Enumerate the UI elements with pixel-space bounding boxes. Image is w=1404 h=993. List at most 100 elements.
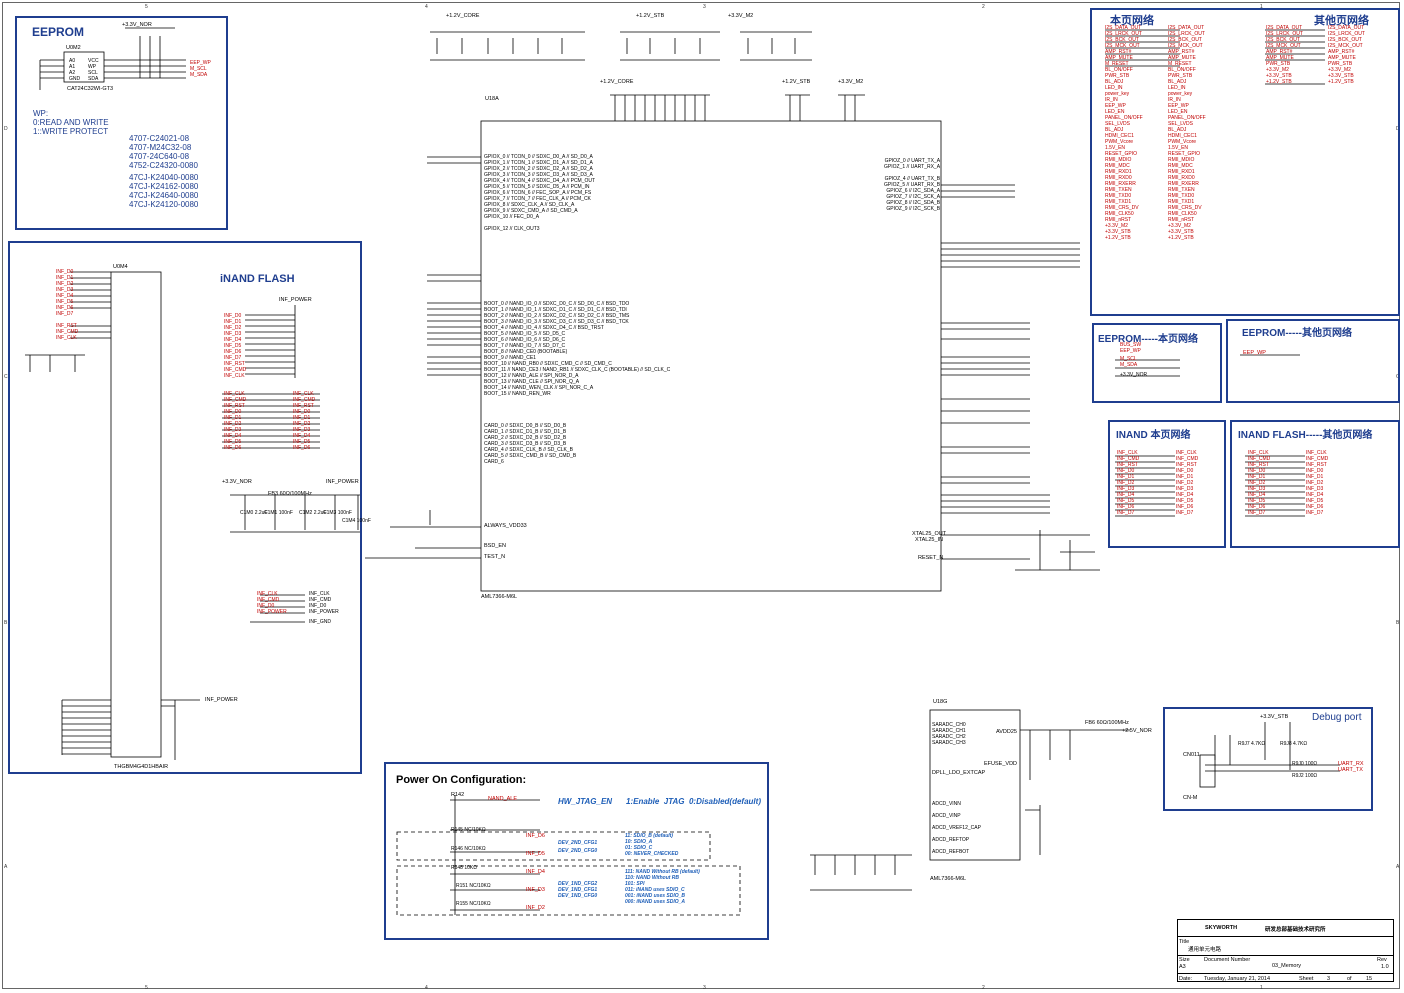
pin-label: GPIOX_7 // TCON_7 // FEC_CLK_A // PCM_CK — [484, 196, 591, 202]
net-label: INF_D1 — [1117, 474, 1135, 480]
net-label: RMII_TXD0 — [1105, 193, 1132, 199]
net-label: INF_CLK — [1117, 450, 1138, 456]
net-label: PWM_Vcore — [1105, 139, 1134, 145]
net-label: +1.2V_STB — [1168, 235, 1194, 241]
net-label: AMP_MUTE — [1328, 55, 1356, 61]
soc-xtal-in: XTAL25_IN — [915, 537, 944, 543]
net-label: INF_D6 — [224, 445, 242, 451]
debug-r9j2: R9J2 100Ω — [1292, 773, 1318, 779]
pin-label: ADCD_REFTOP — [932, 837, 970, 843]
hw-jtag-desc: 1:Enable JTAG 0:Disabled(default) — [626, 797, 761, 806]
pin-label: BOOT_4 // NAND_IO_4 // SDXC_D4_C // BSD_… — [484, 325, 604, 331]
cfg-line: DEV_2ND_CFG0 — [558, 848, 598, 854]
inand-cap-2: C1M2 2.2uF — [299, 510, 327, 516]
pin-label: BOOT_2 // NAND_IO_2 // SDXC_D2_C // SD_D… — [484, 313, 630, 319]
net-label: INF_POWER — [309, 609, 339, 615]
net-label: INF_D3 — [1248, 486, 1266, 492]
net-label: INF_D2 — [1248, 480, 1266, 486]
eeprom-other-title: EEPROM-----其他页网络 — [1242, 328, 1352, 339]
inand-title: iNAND FLASH — [220, 273, 295, 285]
pin-label: CARD_5 // SDXC_CMD_B // SD_CMD_B — [484, 453, 577, 459]
net-label: INF_D4 — [293, 433, 311, 439]
net-label: INF_D0 — [309, 603, 327, 609]
debug-uart-rx: UART_RX — [1338, 761, 1364, 767]
net-label: INF_GND — [309, 619, 331, 625]
soc-b-saradc: SARADC_CH0 SARADC_CH1 SARADC_CH2 SARADC_… — [932, 722, 966, 746]
pin-label: CARD_4 // SDXC_CLK_B // SD_CLK_B — [484, 447, 573, 453]
pin-label: A2 — [69, 70, 76, 76]
pin-label: ADCD_REFBOT — [932, 849, 970, 855]
net-label: AMP_RST# — [1105, 49, 1132, 55]
dev2-lines: DEV_2ND_CFG1 DEV_2ND_CFG0 — [558, 840, 597, 856]
net-label: INF_D2 — [1306, 480, 1324, 486]
net-label: RMII_RXERR — [1168, 181, 1199, 187]
net-label: RMII_CLK50 — [1105, 211, 1134, 217]
net-label: +3.3V_M2 — [1266, 67, 1289, 73]
eeprom-rail: +3.3V_NOR — [122, 22, 152, 28]
cfg-line: DEV_1ND_CFG2 — [558, 881, 598, 887]
soc-card-pins: CARD_0 // SDXC_D0_B // SD_D0_B CARD_1 //… — [484, 423, 576, 465]
pin-label: CARD_1 // SDXC_D1_B // SD_D1_B — [484, 429, 567, 435]
cfg-option: 000: iNAND uses SDIO_A — [625, 899, 686, 905]
pin-label: GPIOZ_0 // UART_TX_A — [884, 158, 941, 164]
eeprom-wp-note-0: WP: — [33, 109, 49, 118]
eeprom-pins-left: A0 A1 A2 GND — [69, 58, 80, 82]
net-label: INF_RST — [224, 361, 245, 367]
tb-doc-label: Document Number — [1204, 957, 1251, 963]
net-label: HDMI_CEC1 — [1105, 133, 1134, 139]
pin-label: GPIOZ_1 // UART_RX_A — [884, 164, 941, 170]
svg-text:4: 4 — [425, 985, 428, 991]
net-label: INF_D2 — [1117, 480, 1135, 486]
cfg-line: DEV_1ND_CFG0 — [558, 893, 598, 899]
net-label: +3.3V_STB — [1266, 73, 1292, 79]
svg-text:5: 5 — [145, 4, 148, 10]
svg-text:3: 3 — [703, 985, 706, 991]
net-label: INF_D6 — [56, 305, 74, 311]
net-label: INF_D3 — [56, 287, 74, 293]
net-label: INF_D4 — [224, 337, 242, 343]
pin-label: ADCD_VINP — [932, 813, 961, 819]
net-label: AMP_MUTE — [1105, 55, 1133, 61]
net-label: BL_ON/OFF — [1168, 67, 1196, 73]
eeprom-wp-note-2: 1::WRITE PROTECT — [33, 127, 109, 136]
net-label: M_SCL — [1120, 356, 1137, 362]
svg-text:2: 2 — [982, 985, 985, 991]
net-label: RMII_RXD1 — [1105, 169, 1132, 175]
net-label: EEP_WP — [190, 60, 211, 66]
rail-1v2-stb: +1.2V_STB — [636, 13, 665, 19]
net-label: I2S_LRCK_OUT — [1168, 31, 1205, 37]
net-label: INF_D2 — [56, 281, 74, 287]
inand-series-nets: INF_CLK INF_CMD INF_RST INF_D0 INF_D1 IN… — [224, 391, 246, 451]
net-label: RMII_CLK50 — [1168, 211, 1197, 217]
eeprom-part-numbers: 4707-C24021-08 4707-M24C32-08 4707-24C64… — [129, 134, 198, 209]
dev2-options: 11: SDIO_B (default) 10: SDIO_A 01: SDIO… — [625, 833, 678, 857]
cfg-option: 11: SDIO_B (default) — [625, 833, 673, 839]
svg-text:3: 3 — [703, 4, 706, 10]
nets-other-page-title: 其他页网络 — [1314, 15, 1369, 27]
pin-label: SDA — [88, 76, 99, 82]
net-label: INF_D0 — [56, 269, 74, 275]
pin-label: CARD_6 — [484, 459, 504, 465]
eeprom-pins-right: VCC WP SCL SDA — [88, 58, 99, 82]
net-label: INF_RST — [1248, 462, 1269, 468]
tb-size: A3 — [1179, 964, 1186, 970]
inand-data-nets: INF_D0 INF_D1 INF_D2 INF_D3 INF_D4 INF_D… — [56, 269, 73, 317]
net-label: +3.3V_STB — [1328, 73, 1354, 79]
pin-label: VCC — [88, 58, 99, 64]
net-label: INF_D6 — [1117, 504, 1135, 510]
net-label: BL_ON/OFF — [1105, 67, 1133, 73]
pin-label: GPIOX_12 // CLK_OUT3 — [484, 226, 540, 232]
debug-rail: +3.3V_STB — [1260, 714, 1289, 720]
debug-port-title: Debug port — [1312, 712, 1362, 723]
cfg-option: 10: SDIO_A — [625, 839, 653, 845]
net-label: INF_D1 — [1248, 474, 1266, 480]
net-label: INF_D7 — [56, 311, 74, 317]
net-label: RESET_GPIO — [1168, 151, 1200, 157]
debug-port-block — [1163, 707, 1373, 811]
net-label: INF_CMD — [224, 367, 247, 373]
net-label: I2S_BCK_OUT — [1105, 37, 1139, 43]
pin-label: BOOT_5 // NAND_IO_5 // SD_D5_C — [484, 331, 566, 337]
pin-label: GPIOX_5 // TCON_5 // SDXC_D5_A // PCM_IN — [484, 184, 590, 190]
